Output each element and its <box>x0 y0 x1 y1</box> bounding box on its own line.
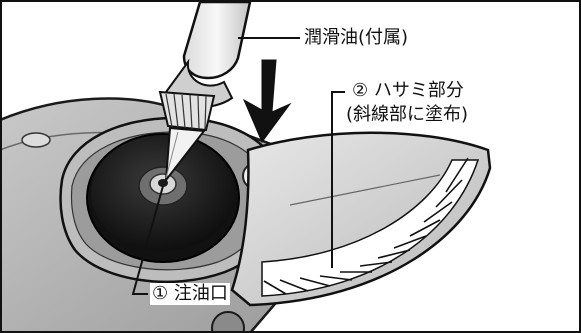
oil-port-disc <box>86 133 240 263</box>
blade-part-note: (斜線部に塗布) <box>344 104 471 126</box>
leader-lines <box>131 37 345 295</box>
oil-tube <box>158 0 252 184</box>
leader-oil-port <box>131 185 164 295</box>
oil-port-label: ① 注油口 <box>150 283 230 305</box>
lubricant-label: 潤滑油(付属) <box>302 27 411 49</box>
upper-blade <box>230 131 492 307</box>
blade-part-label: ② ハサミ部分 <box>350 80 466 102</box>
hatched-region <box>261 157 480 297</box>
leader-blade <box>331 91 345 268</box>
down-arrow-icon <box>242 59 292 143</box>
